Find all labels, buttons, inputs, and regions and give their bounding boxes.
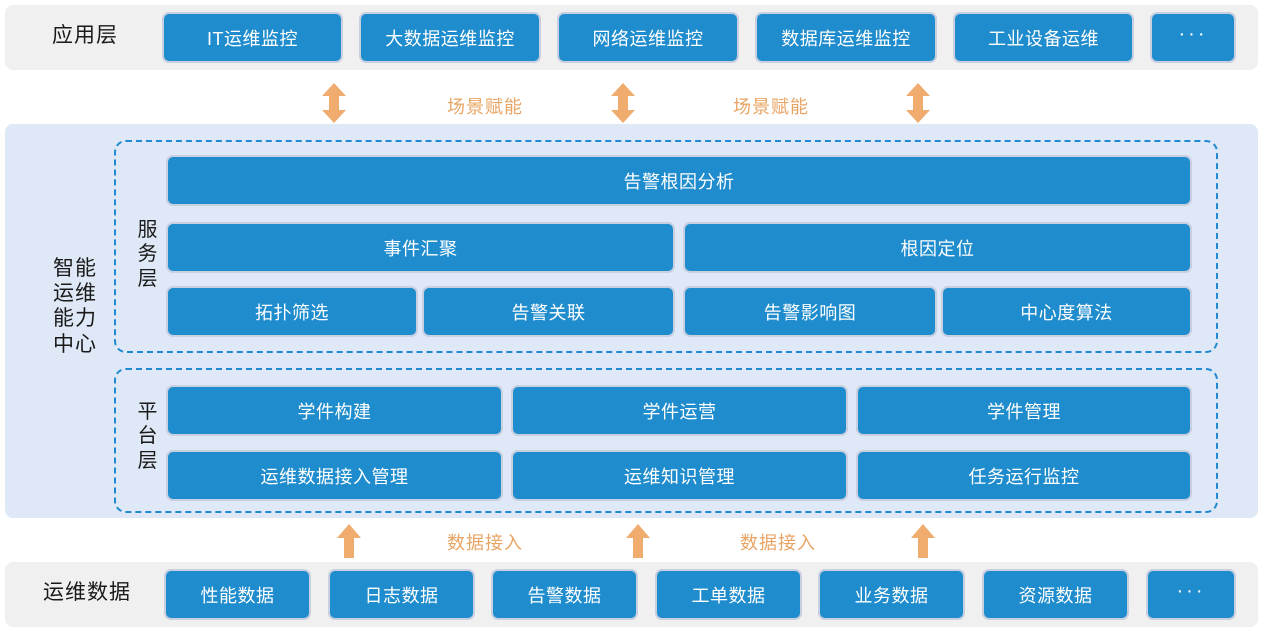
- connector-label-scenario-2: 场景赋能: [733, 97, 809, 117]
- data-item-alarm[interactable]: 告警数据: [493, 571, 636, 618]
- platform-box-learnware-build[interactable]: 学件构建: [168, 387, 501, 434]
- application-layer-label: 应用层: [52, 24, 118, 47]
- platform-layer-group: [114, 368, 1218, 513]
- data-item-performance[interactable]: 性能数据: [166, 571, 309, 618]
- arrow-up-icon-2: [625, 524, 651, 558]
- service-box-root-cause-analysis[interactable]: 告警根因分析: [168, 157, 1190, 204]
- service-box-alarm-correlation[interactable]: 告警关联: [424, 288, 673, 335]
- app-item-database-ops[interactable]: 数据库运维监控: [757, 14, 935, 61]
- app-item-industrial-ops[interactable]: 工业设备运维: [955, 14, 1132, 61]
- service-box-topology-filter[interactable]: 拓扑筛选: [168, 288, 416, 335]
- capability-center-label: 智能 运维 能力 中心: [53, 257, 97, 356]
- service-box-root-cause-locating[interactable]: 根因定位: [685, 224, 1190, 271]
- connector-label-data-access-1: 数据接入: [447, 533, 523, 553]
- platform-layer-label: 平 台 层: [137, 401, 159, 472]
- data-item-business[interactable]: 业务数据: [820, 571, 963, 618]
- service-box-event-aggregation[interactable]: 事件汇聚: [168, 224, 673, 271]
- service-box-centrality-algorithm[interactable]: 中心度算法: [943, 288, 1190, 335]
- data-item-more[interactable]: ···: [1148, 571, 1234, 618]
- double-arrow-vertical-icon-2: [610, 83, 636, 123]
- arrow-up-icon-1: [336, 524, 362, 558]
- platform-box-learnware-operation[interactable]: 学件运营: [513, 387, 846, 434]
- arrow-up-icon-3: [910, 524, 936, 558]
- connector-label-scenario-1: 场景赋能: [447, 97, 523, 117]
- platform-box-data-access-management[interactable]: 运维数据接入管理: [168, 452, 501, 499]
- data-item-log[interactable]: 日志数据: [330, 571, 473, 618]
- app-item-more[interactable]: ···: [1152, 14, 1234, 61]
- service-box-alarm-impact-graph[interactable]: 告警影响图: [685, 288, 935, 335]
- double-arrow-vertical-icon-1: [321, 83, 347, 123]
- app-item-network-ops[interactable]: 网络运维监控: [559, 14, 737, 61]
- data-item-resource[interactable]: 资源数据: [984, 571, 1127, 618]
- data-layer-label: 运维数据: [43, 581, 131, 604]
- platform-box-knowledge-management[interactable]: 运维知识管理: [513, 452, 846, 499]
- service-layer-label: 服 务 层: [137, 219, 159, 290]
- connector-label-data-access-2: 数据接入: [740, 533, 816, 553]
- platform-box-learnware-management[interactable]: 学件管理: [858, 387, 1190, 434]
- app-item-bigdata-ops[interactable]: 大数据运维监控: [361, 14, 539, 61]
- platform-box-task-run-monitoring[interactable]: 任务运行监控: [858, 452, 1190, 499]
- service-layer-group: [114, 140, 1218, 353]
- data-item-ticket[interactable]: 工单数据: [657, 571, 800, 618]
- app-item-it-ops[interactable]: IT运维监控: [164, 14, 341, 61]
- double-arrow-vertical-icon-3: [905, 83, 931, 123]
